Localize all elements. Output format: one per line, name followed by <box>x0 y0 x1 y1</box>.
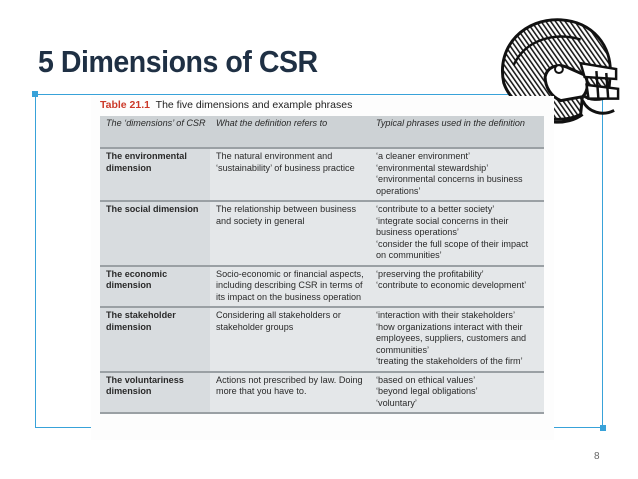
table-row: The voluntariness dimension Actions not … <box>100 371 544 414</box>
slide-title: 5 Dimensions of CSR <box>38 44 318 79</box>
table-caption-label: Table 21.1 <box>100 99 150 111</box>
row-definition: Socio-economic or financial aspects, inc… <box>210 265 370 308</box>
header-definition: What the definition refers to <box>210 116 370 149</box>
phrase: ‘preserving the profitability’ <box>376 268 484 279</box>
row-dimension: The stakeholder dimension <box>100 307 210 373</box>
row-dimension: The environmental dimension <box>100 148 210 202</box>
row-phrases: ‘contribute to a better society’ ‘integr… <box>370 201 544 267</box>
phrase: ‘integrate social concerns in their busi… <box>376 215 509 238</box>
phrase: ‘environmental stewardship’ <box>376 162 489 173</box>
table-row: The environmental dimension The natural … <box>100 148 544 202</box>
frame-corner-dot <box>32 91 38 97</box>
table-caption-text: The five dimensions and example phrases <box>155 99 353 111</box>
table-header-row: The ‘dimensions’ of CSR What the definit… <box>100 116 544 149</box>
row-dimension: The economic dimension <box>100 265 210 308</box>
phrase: ‘a cleaner environment’ <box>376 151 471 161</box>
page-number: 8 <box>594 451 600 462</box>
table-row: The economic dimension Socio-economic or… <box>100 265 544 308</box>
row-phrases: ‘based on ethical values’ ‘beyond legal … <box>370 371 544 414</box>
row-phrases: ‘preserving the profitability’ ‘contribu… <box>370 265 544 308</box>
row-definition: Actions not prescribed by law. Doing mor… <box>210 371 370 414</box>
header-phrases: Typical phrases used in the definition <box>370 116 544 149</box>
frame-corner-dot <box>600 425 606 431</box>
csr-table-image: Table 21.1 The five dimensions and examp… <box>91 96 554 440</box>
table-caption: Table 21.1 The five dimensions and examp… <box>100 99 352 111</box>
phrase: ‘based on ethical values’ <box>376 374 476 385</box>
row-definition: The relationship between business and so… <box>210 201 370 267</box>
phrase: ‘environmental concerns in business oper… <box>376 174 523 196</box>
row-definition: Considering all stakeholders or stakehol… <box>210 307 370 373</box>
phrase: ‘interaction with their stakeholders’ <box>376 310 515 320</box>
phrase: ‘contribute to economic development’ <box>376 280 527 290</box>
phrase: ‘contribute to a better society’ <box>376 204 495 214</box>
phrase: ‘consider the full scope of their impact… <box>376 238 529 261</box>
table-row: The social dimension The relationship be… <box>100 201 544 267</box>
phrase: ‘beyond legal obligations’ <box>376 386 478 396</box>
phrase: ‘treating the stakeholders of the firm’ <box>376 356 523 366</box>
row-dimension: The social dimension <box>100 201 210 267</box>
football-helmet-icon <box>501 18 620 124</box>
table-row: The stakeholder dimension Considering al… <box>100 307 544 373</box>
row-definition: The natural environment and ‘sustainabil… <box>210 148 370 202</box>
phrase: ‘voluntary’ <box>376 397 417 408</box>
row-phrases: ‘interaction with their stakeholders’ ‘h… <box>370 307 544 373</box>
header-dimension: The ‘dimensions’ of CSR <box>100 116 210 149</box>
row-phrases: ‘a cleaner environment’ ‘environmental s… <box>370 148 544 202</box>
phrase: ‘how organizations interact with their e… <box>376 321 527 355</box>
row-dimension: The voluntariness dimension <box>100 371 210 414</box>
dimensions-table: The ‘dimensions’ of CSR What the definit… <box>100 116 544 414</box>
